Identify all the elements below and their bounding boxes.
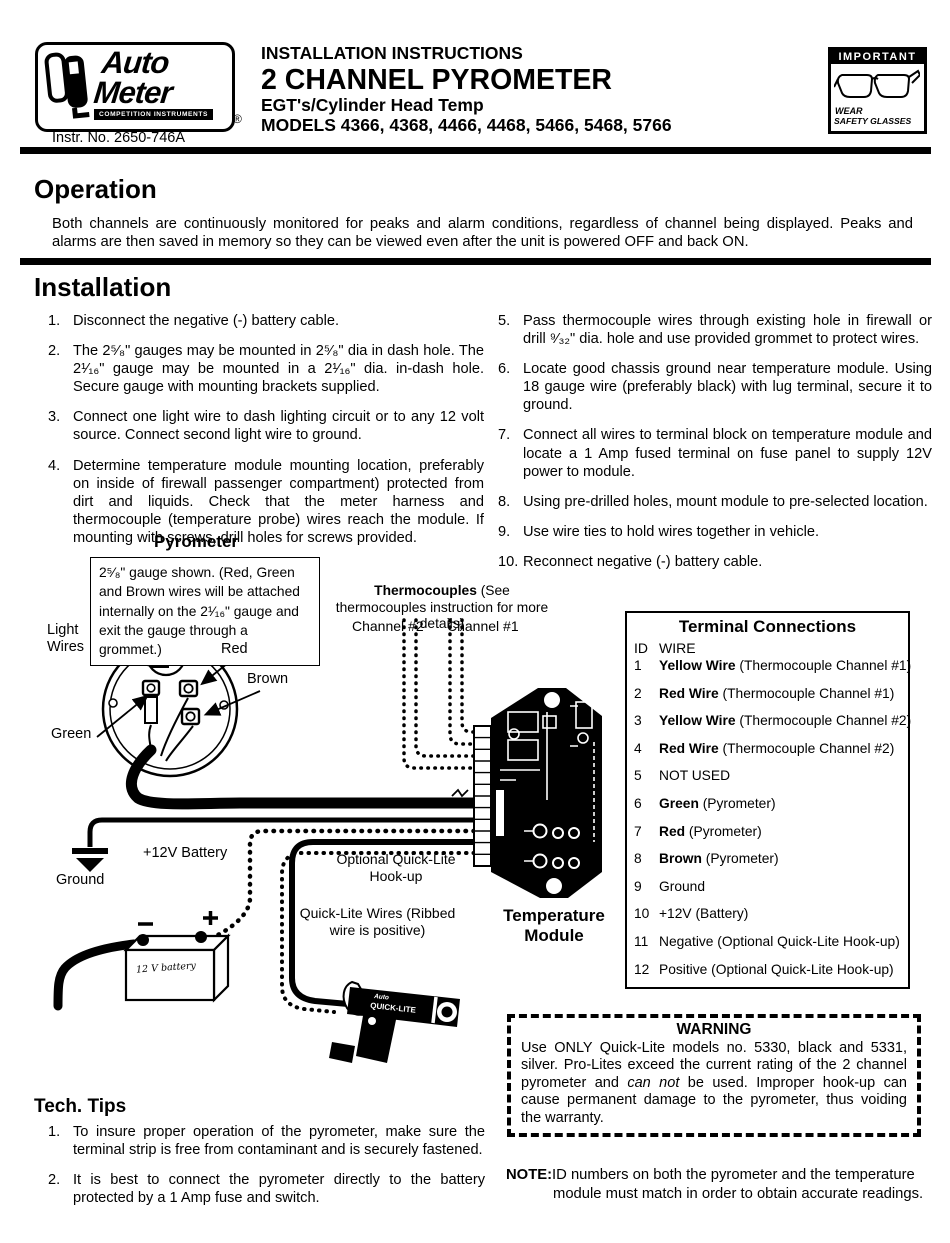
green-arrow: [96, 694, 149, 738]
logo-word-meter: Meter: [92, 75, 174, 110]
logo-word-auto: Auto: [100, 45, 171, 80]
ground-label: Ground: [56, 872, 105, 888]
title-block: INSTALLATION INSTRUCTIONS 2 CHANNEL PYRO…: [261, 44, 672, 135]
red-label: Red: [221, 641, 248, 657]
optional-hookup-label: Optional Quick-Lite Hook-up: [336, 851, 456, 884]
quick-lite-brand-line2: QUICK-LITE: [370, 1001, 417, 1015]
tech-tips-list: 1.To insure proper operation of the pyro…: [48, 1123, 485, 1219]
green-label: Green: [51, 726, 92, 742]
safety-badge-glasses: SAFETY GLASSES: [834, 116, 912, 126]
warning-title: WARNING: [676, 1021, 752, 1038]
install-item-2: 2.The 2⁵⁄₈" gauges may be mounted in 2⁵⁄…: [48, 343, 484, 396]
operation-body: Both channels are continuously monitored…: [52, 216, 913, 251]
channel-1-label: Channel #1: [447, 618, 519, 634]
temperature-module-drawing: [473, 688, 602, 898]
install-item-7: 7.Connect all wires to terminal block on…: [498, 427, 932, 480]
safety-glasses-icon: [834, 69, 920, 98]
harness-splice: [451, 788, 469, 798]
install-item-10: 10.Reconnect negative (-) battery cable.: [498, 553, 763, 570]
doc-eyebrow: INSTALLATION INSTRUCTIONS: [261, 43, 523, 63]
install-item-6: 6.Locate good chassis ground near temper…: [498, 361, 932, 414]
battery-12v-text: 12 V battery: [135, 960, 197, 976]
safety-badge-wear: WEAR: [835, 106, 863, 116]
ground-wire: [87, 817, 474, 847]
temperature-module-label: Temperature Module: [503, 906, 605, 946]
divider-rule-top: [20, 147, 931, 154]
harness-wire: [125, 744, 480, 810]
warning-box: WARNING Use ONLY Quick-Lite models no. 5…: [507, 1014, 921, 1137]
tech-tip-2: 2.It is best to connect the pyrometer di…: [48, 1172, 485, 1207]
quick-lite-wires-label: Quick-Lite Wires (Ribbed wire is positiv…: [299, 905, 456, 938]
tech-tips-heading: Tech. Tips: [34, 1096, 127, 1117]
battery-drawing: [53, 911, 231, 1011]
installation-heading: Installation: [34, 272, 172, 302]
quick-lite-brand-line1: Auto: [373, 993, 389, 1002]
note-block: NOTE:ID numbers on both the pyrometer an…: [506, 1166, 950, 1204]
install-item-4: 4.Determine temperature module mounting …: [48, 457, 484, 546]
thermocouples-label: Thermocouples (See thermocouples instruc…: [335, 583, 549, 632]
installation-list-right: 5.Pass thermocouple wires through existi…: [498, 312, 932, 583]
install-item-5: 5.Pass thermocouple wires through existi…: [498, 313, 932, 348]
channel-2-label: Channel #2: [352, 618, 424, 634]
logo-tagline: COMPETITION INSTRUMENTS: [94, 109, 214, 120]
brown-arrow: [203, 690, 261, 716]
install-item-9: 9.Use wire ties to hold wires together i…: [498, 523, 820, 540]
terminal-connections-header: ID WIRE: [634, 640, 696, 656]
install-item-1: 1.Disconnect the negative (-) battery ca…: [48, 313, 340, 329]
terminal-connections-title: Terminal Connections: [678, 617, 857, 636]
note-label: NOTE:: [506, 1167, 553, 1183]
instruction-number: Instr. No. 2650-746A: [52, 130, 185, 146]
light-wires-label: Light Wires: [47, 622, 85, 656]
install-item-3: 3.Connect one light wire to dash lightin…: [48, 409, 484, 444]
pyrometer-label: Pyrometer: [153, 532, 239, 551]
note-text: ID numbers on both the pyrometer and the…: [552, 1167, 924, 1202]
operation-heading: Operation: [34, 174, 157, 204]
registered-mark: ®: [233, 112, 242, 126]
doc-subtitle: EGT's/Cylinder Head Temp: [261, 94, 484, 115]
ground-symbol-icon: [72, 848, 108, 872]
installation-list-left: 1.Disconnect the negative (-) battery ca…: [48, 312, 484, 559]
safety-badge: IMPORTANT WEAR SAFETY GLASSES: [828, 47, 927, 134]
brown-label: Brown: [247, 671, 289, 687]
warning-text: Use ONLY Quick-Lite models no. 5330, bla…: [521, 1040, 907, 1126]
safety-badge-title: IMPORTANT: [831, 50, 924, 64]
tech-tip-1: 1.To insure proper operation of the pyro…: [48, 1124, 485, 1159]
doc-models: MODELS 4366, 4368, 4466, 4468, 5466, 546…: [261, 115, 672, 136]
install-item-8: 8.Using pre-drilled holes, mount module …: [498, 493, 928, 510]
auto-meter-logo: Auto Meter COMPETITION INSTRUMENTS: [35, 42, 235, 132]
gauge-note: 2⁵⁄₈" gauge shown. (Red, Green and Brown…: [90, 557, 320, 666]
battery-12v-label: +12V Battery: [143, 845, 228, 861]
quick-lite-light-drawing: Auto QUICK-LITE: [329, 980, 460, 1063]
divider-rule-mid: [20, 258, 931, 265]
doc-title: 2 CHANNEL PYROMETER: [261, 63, 613, 96]
terminal-row: 10+12V (Battery): [634, 906, 749, 922]
gauge-pods-icon: [44, 52, 90, 119]
thermocouple-wires: [402, 618, 478, 770]
